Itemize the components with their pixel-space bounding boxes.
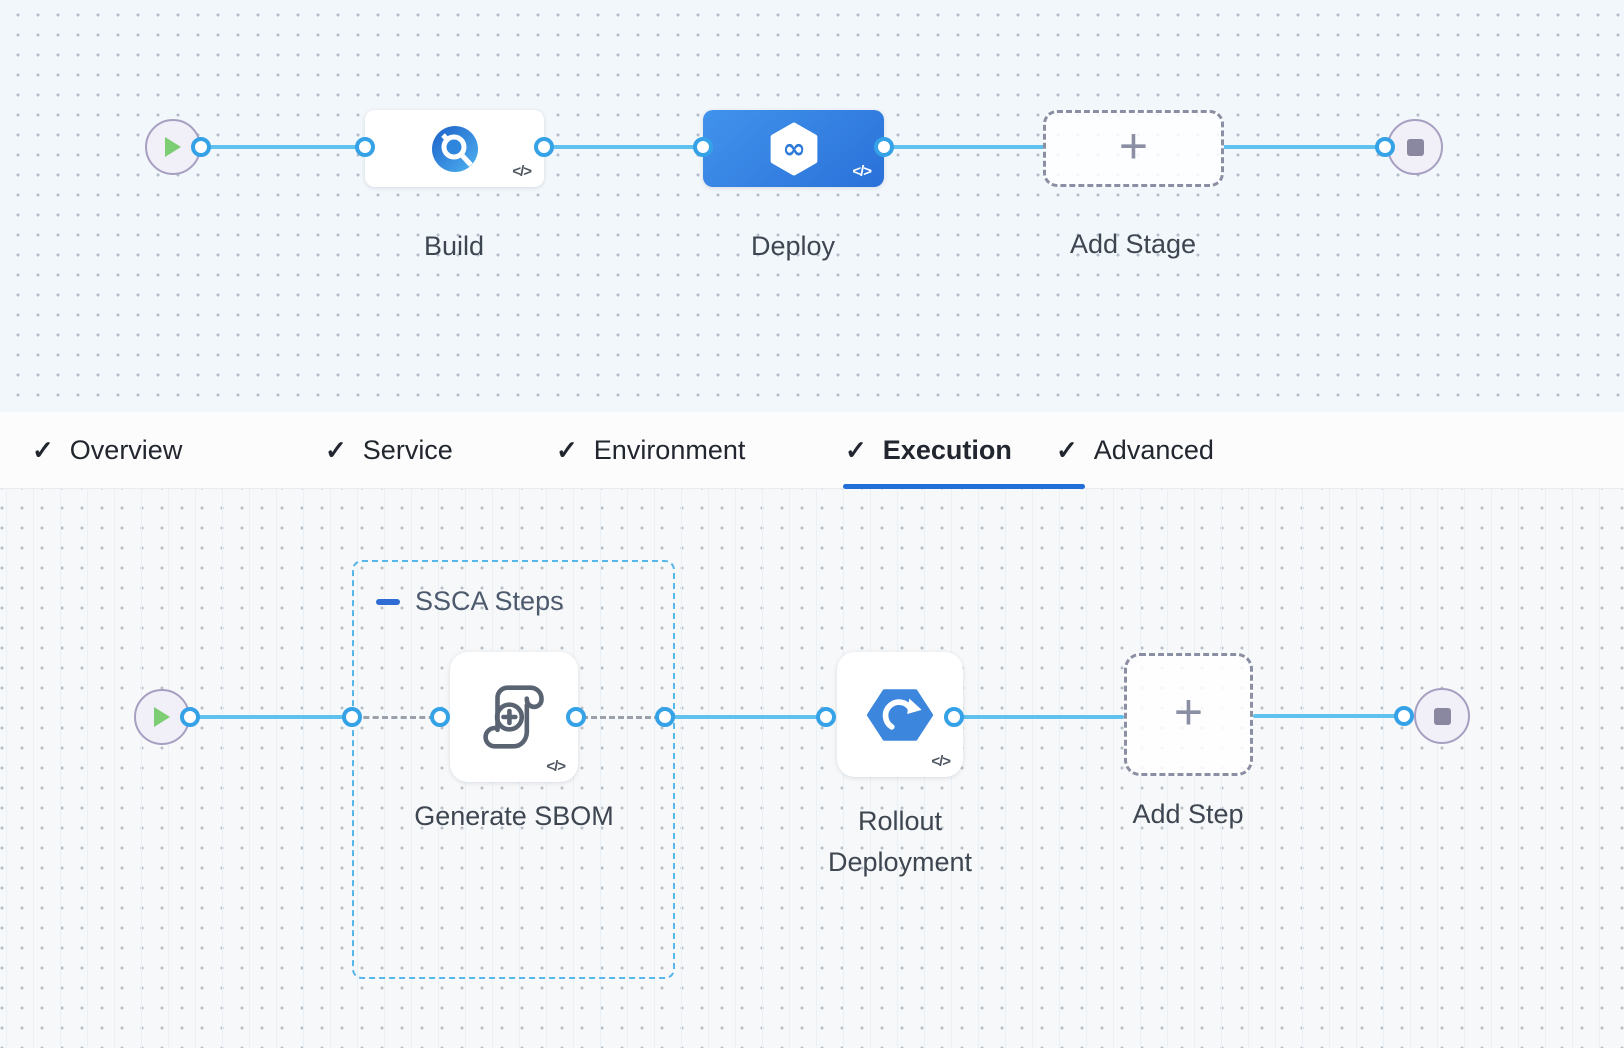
stop-icon xyxy=(1433,707,1451,725)
ci-build-icon xyxy=(365,110,544,187)
stage-label-add-stage: Add Stage xyxy=(1069,229,1197,259)
port[interactable] xyxy=(1375,137,1395,157)
rollout-icon xyxy=(837,652,963,777)
tab-environment[interactable]: ✓ Environment xyxy=(556,412,745,488)
connector xyxy=(671,715,831,719)
check-icon: ✓ xyxy=(845,434,867,465)
active-tab-underline xyxy=(843,484,1085,489)
stage-label-deploy: Deploy xyxy=(750,231,836,261)
connector xyxy=(1222,145,1382,149)
add-step-button[interactable]: + xyxy=(1124,653,1253,776)
tab-label: Advanced xyxy=(1093,434,1214,465)
step-node-rollout-deployment[interactable]: </> xyxy=(837,652,963,777)
port[interactable] xyxy=(534,137,554,157)
connector-dashed xyxy=(354,716,444,719)
code-view-icon: </> xyxy=(546,758,566,775)
port[interactable] xyxy=(874,137,894,157)
connector xyxy=(196,715,346,719)
tab-service[interactable]: ✓ Service xyxy=(325,412,453,488)
step-label-add-step: Add Step xyxy=(1132,799,1244,829)
tab-overview[interactable]: ✓ Overview xyxy=(32,412,182,488)
connector xyxy=(960,715,1124,719)
code-view-icon: </> xyxy=(512,163,532,180)
svg-text:∞: ∞ xyxy=(782,131,805,164)
play-icon xyxy=(154,707,170,727)
step-group-title: SSCA Steps xyxy=(415,586,564,616)
tab-advanced[interactable]: ✓ Advanced xyxy=(1056,412,1214,488)
port[interactable] xyxy=(816,707,836,727)
connector-dashed xyxy=(582,716,669,719)
port[interactable] xyxy=(693,137,713,157)
collapse-icon[interactable] xyxy=(376,598,400,605)
port[interactable] xyxy=(944,707,964,727)
stage-node-deploy[interactable]: ∞ </> xyxy=(703,110,884,187)
port[interactable] xyxy=(566,707,586,727)
add-stage-button[interactable]: + xyxy=(1043,110,1224,187)
port[interactable] xyxy=(191,137,211,157)
connector xyxy=(548,145,700,149)
step-node-generate-sbom[interactable]: </> xyxy=(450,652,578,782)
cd-deploy-icon: ∞ xyxy=(703,110,884,187)
tab-label: Environment xyxy=(593,434,746,465)
port[interactable] xyxy=(430,707,450,727)
step-group-ssca: SSCA Steps xyxy=(352,560,675,979)
code-view-icon: </> xyxy=(931,753,951,770)
tab-label: Service xyxy=(362,434,453,465)
code-view-icon: </> xyxy=(852,163,872,180)
check-icon: ✓ xyxy=(325,434,347,465)
tab-label: Overview xyxy=(69,434,183,465)
stage-canvas: </> ∞ </> + Build Deploy Add Stage xyxy=(0,0,1624,412)
check-icon: ✓ xyxy=(556,434,578,465)
execution-end-node xyxy=(1414,688,1470,744)
port[interactable] xyxy=(655,707,675,727)
play-icon xyxy=(165,137,181,157)
plus-icon: + xyxy=(1118,117,1149,174)
stop-icon xyxy=(1406,138,1424,156)
connector xyxy=(1253,714,1408,718)
port[interactable] xyxy=(1394,706,1414,726)
step-label-rollout-deployment: Rollout Deployment xyxy=(827,806,973,877)
plus-icon: + xyxy=(1173,683,1204,740)
port[interactable] xyxy=(342,707,362,727)
check-icon: ✓ xyxy=(1056,434,1078,465)
tab-execution[interactable]: ✓ Execution xyxy=(845,412,1012,488)
port[interactable] xyxy=(180,707,200,727)
pipeline-end-node xyxy=(1387,119,1443,175)
stage-config-tabbar: ✓ Overview ✓ Service ✓ Environment ✓ Exe… xyxy=(0,412,1624,489)
tab-label: Execution xyxy=(882,434,1012,465)
stage-node-build[interactable]: </> xyxy=(365,110,544,187)
connector xyxy=(888,145,1045,149)
port[interactable] xyxy=(355,137,375,157)
check-icon: ✓ xyxy=(32,434,54,465)
stage-label-build: Build xyxy=(423,231,485,261)
sbom-scroll-icon xyxy=(450,652,578,782)
connector xyxy=(206,145,362,149)
execution-canvas: SSCA Steps xyxy=(0,489,1624,1048)
step-label-generate-sbom: Generate SBOM xyxy=(414,801,614,831)
step-group-header[interactable]: SSCA Steps xyxy=(376,586,564,617)
